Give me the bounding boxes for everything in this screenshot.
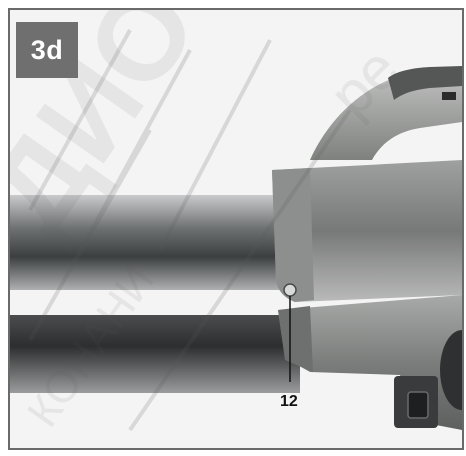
step-badge: 3d (16, 22, 78, 78)
callout-label-12: 12 (280, 393, 298, 410)
illustration-frame: ДИО КОНАНИ ре 3d 12 (8, 8, 464, 450)
blower-photo: ДИО КОНАНИ ре (10, 10, 462, 448)
